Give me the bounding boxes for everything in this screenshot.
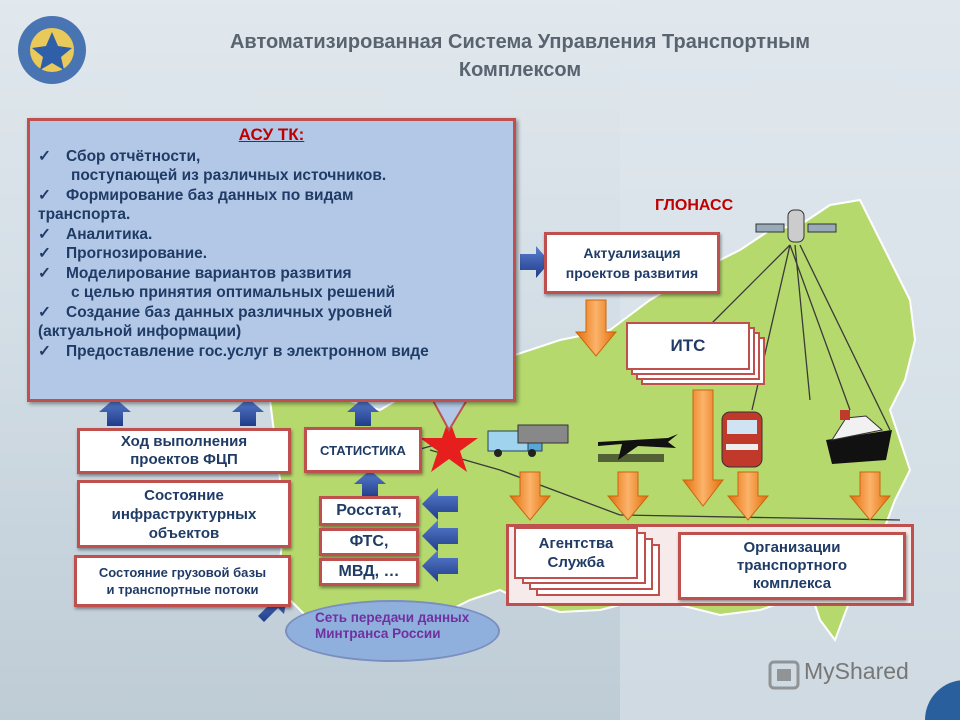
box-text: МВД, … — [338, 563, 400, 580]
corner-decoration — [925, 680, 960, 720]
star-icon — [420, 418, 478, 472]
page-title: Автоматизированная Система Управления Тр… — [140, 28, 900, 84]
infrastructure-box: Состояние инфраструктурных объектов — [77, 480, 291, 548]
box-text: инфраструктурных — [111, 505, 257, 523]
agency-stack: Агентства Служба — [514, 527, 664, 597]
train-icon — [721, 411, 763, 468]
asu-tk-panel: АСУ ТК: ✓ Сбор отчётности, поступающей из … — [27, 118, 516, 402]
box-text: СТАТИСТИКА — [320, 442, 406, 458]
check-icon: ✓ — [38, 303, 51, 321]
box-text: Агентства — [538, 535, 614, 552]
organizations-box: Организации транспортного комплекса — [678, 532, 906, 600]
asu-item-text: (актуальной информации) — [38, 323, 242, 340]
blue-arrows — [99, 246, 550, 622]
box-text: Росстат, — [336, 502, 402, 519]
project-update-box: Актуализация проектов развития — [544, 232, 720, 294]
box-text: объектов — [148, 524, 220, 542]
fcp-progress-box: Ход выполнения проектов ФЦП — [77, 428, 291, 474]
asu-item-text: Моделирование вариантов развития — [66, 264, 352, 282]
agency-box: Агентства Служба — [514, 527, 638, 579]
minitrans-network-cloud: Сеть передачи данных Минтранса России — [285, 600, 500, 662]
box-text: Ход выполнения — [120, 433, 248, 450]
check-icon: ✓ — [38, 147, 51, 165]
asu-item-text: с целью принятия оптимальных решений — [71, 284, 396, 301]
asu-item: ✓ Сбор отчётности, поступающей из различны… — [38, 147, 505, 186]
box-text: Состояние грузовой базы — [98, 565, 267, 580]
check-icon: ✓ — [38, 342, 51, 360]
airplane-icon — [598, 434, 678, 462]
asu-list: ✓ Сбор отчётности, поступающей из различны… — [38, 147, 505, 362]
asu-item: ✓ Формирование баз данных по видам транспо… — [38, 186, 505, 225]
asu-item-text: Аналитика. — [66, 225, 153, 243]
network-text: Минтранса России — [315, 626, 441, 641]
its-box: ИТС — [626, 322, 750, 370]
asu-item: ✓ Создание баз данных различных уровней (а… — [38, 303, 505, 342]
box-text: проектов ФЦП — [130, 451, 238, 468]
box-text: и транспортные потоки — [106, 582, 259, 597]
check-icon: ✓ — [38, 264, 51, 282]
title-line-1: Автоматизированная Система Управления Тр… — [229, 31, 811, 53]
watermark: MyShared — [768, 658, 948, 694]
asu-heading: АСУ ТК: — [238, 125, 305, 144]
box-text: транспортного — [736, 557, 848, 574]
asu-item: ✓ Прогнозирование. — [38, 244, 505, 264]
network-text: Сеть передачи данных — [315, 610, 470, 625]
box-text: проектов развития — [565, 265, 699, 281]
box-text: комплекса — [752, 575, 832, 592]
box-text: Служба — [547, 554, 605, 571]
asu-item-text: Предоставление гос.услуг в электронном в… — [66, 342, 429, 360]
rosstat-box: Росстат, — [319, 496, 419, 526]
crest-icon — [18, 16, 86, 84]
box-text: Организации — [743, 539, 841, 556]
asu-item: ✓ Предоставление гос.услуг в электронном … — [38, 342, 505, 362]
mvd-box: МВД, … — [319, 558, 419, 586]
asu-item-text: Сбор отчётности, — [66, 147, 201, 165]
fts-box: ФТС, — [319, 528, 419, 556]
check-icon: ✓ — [38, 186, 51, 204]
asu-item-text: Создание баз данных различных уровней — [66, 303, 393, 321]
watermark-text: MyShared — [804, 658, 909, 684]
check-icon: ✓ — [38, 225, 51, 243]
statistics-box: СТАТИСТИКА — [304, 427, 422, 473]
box-text: ФТС, — [349, 533, 389, 550]
truck-icon — [487, 424, 569, 457]
box-text: Состояние — [144, 486, 224, 504]
title-line-2: Комплексом — [458, 59, 582, 81]
box-text: ИТС — [670, 336, 706, 355]
box-text: Актуализация — [583, 245, 681, 261]
check-icon: ✓ — [38, 245, 51, 262]
asu-item-text: Прогнозирование. — [66, 245, 208, 262]
asu-item-text: Формирование баз данных по видам — [66, 186, 354, 204]
ship-icon — [826, 410, 892, 464]
asu-item: ✓ Аналитика. — [38, 225, 505, 245]
its-stack: ИТС — [626, 322, 776, 392]
glonass-label: ГЛОНАСС — [655, 197, 734, 214]
asu-item-text: транспорта. — [38, 206, 131, 223]
watermark-icon — [768, 660, 800, 690]
asu-item: ✓ Моделирование вариантов развития с целью… — [38, 264, 505, 303]
asu-item-text: поступающей из различных источников. — [71, 167, 387, 184]
satellite-icon — [755, 209, 837, 243]
orange-arrows — [508, 299, 892, 521]
cargo-flow-box: Состояние грузовой базы и транспортные п… — [74, 555, 291, 607]
